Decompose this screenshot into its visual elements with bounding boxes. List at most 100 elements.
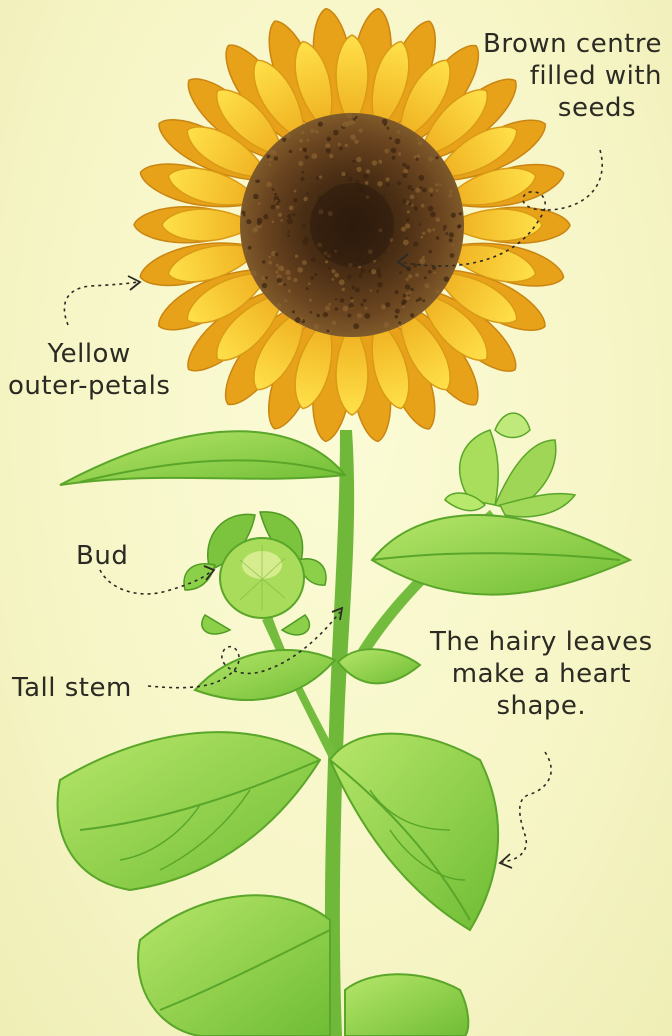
seed-dot	[300, 177, 304, 181]
seed-dot	[357, 167, 362, 172]
seed-dot	[449, 232, 454, 237]
seed-dot	[395, 309, 400, 314]
seed-dot	[305, 155, 309, 159]
seed-dot	[292, 213, 296, 217]
seed-dot	[319, 175, 322, 178]
label-brown-centre-line-3: seeds	[483, 92, 636, 124]
label-yellow-petals-line-2: outer-petals	[8, 370, 170, 402]
seed-dot	[365, 181, 369, 185]
label-hairy-leaves-line-2: make a heart	[430, 658, 653, 690]
label-brown-centre-line-2: filled with	[483, 60, 662, 92]
seed-dot	[355, 288, 360, 293]
seed-dot	[275, 270, 278, 273]
leaf-upper-left	[60, 431, 345, 485]
seed-dot	[443, 225, 447, 229]
seed-dot	[391, 148, 396, 153]
seed-dot	[427, 228, 431, 232]
label-tall-stem-text: Tall stem	[12, 672, 132, 704]
pointer-yellow-petals	[64, 282, 138, 325]
seed-dot	[311, 257, 316, 262]
seed-dot	[287, 214, 291, 218]
seed-dot	[372, 160, 377, 165]
seed-dot	[436, 156, 439, 159]
seed-dot	[378, 160, 382, 164]
seed-dot	[422, 299, 425, 302]
seed-dot	[257, 180, 260, 183]
seed-dot	[349, 303, 354, 308]
seed-dot	[301, 131, 305, 135]
label-bud-text: Bud	[76, 540, 128, 572]
seed-dot	[359, 128, 363, 132]
seed-dot	[274, 156, 278, 160]
seed-dot	[269, 163, 272, 166]
seed-dot	[341, 172, 346, 177]
seed-dot	[332, 269, 336, 273]
seed-dot	[315, 130, 318, 133]
seed-dot	[275, 200, 277, 202]
seed-dot	[353, 118, 356, 121]
seed-dot	[428, 156, 433, 161]
seed-dot	[411, 188, 414, 191]
seed-dot	[428, 270, 432, 274]
seed-dot	[304, 236, 309, 241]
seed-dot	[289, 150, 292, 153]
label-hairy-leaves: The hairy leaves make a heart shape.	[430, 626, 653, 722]
seed-dot	[310, 311, 313, 314]
seed-dot	[389, 137, 392, 140]
seed-dot	[407, 185, 412, 190]
seed-dot	[269, 158, 272, 161]
seed-dot	[416, 158, 419, 161]
seed-dot	[252, 227, 258, 233]
seed-dot	[310, 276, 314, 280]
seed-dot	[360, 272, 363, 275]
seed-dot	[371, 269, 376, 274]
seed-dot	[424, 277, 427, 280]
seed-dot	[282, 138, 286, 142]
seed-dot	[295, 317, 301, 323]
seed-dot	[325, 143, 330, 148]
seed-dot	[303, 197, 307, 201]
seed-dot	[350, 297, 353, 300]
leaf-bottom-left	[138, 895, 330, 1036]
seed-dot	[432, 228, 435, 231]
seed-dot	[424, 283, 429, 288]
seed-dot	[287, 231, 290, 234]
seed-dot	[417, 138, 419, 140]
seed-dot	[308, 282, 311, 285]
seed-dot	[370, 289, 372, 291]
seed-dot	[257, 221, 262, 226]
seed-dot	[451, 213, 456, 218]
label-yellow-petals: Yellow outer-petals	[8, 338, 170, 402]
seed-dot	[399, 271, 402, 274]
seed-dot	[434, 272, 437, 275]
seed-dot	[384, 322, 390, 328]
label-tall-stem: Tall stem	[12, 672, 132, 704]
seed-dot	[366, 169, 370, 173]
seed-dot	[284, 283, 287, 286]
seed-dot	[422, 232, 425, 235]
seed-dot	[449, 238, 453, 242]
seed-dot	[335, 298, 337, 300]
label-hairy-leaves-line-1: The hairy leaves	[430, 626, 653, 658]
seed-dot	[352, 160, 355, 163]
seed-dot	[347, 113, 353, 119]
seed-dot	[306, 192, 309, 195]
seed-dot	[334, 273, 339, 278]
seed-dot	[436, 189, 439, 192]
leaf-center	[195, 649, 420, 700]
seed-dot	[378, 258, 381, 261]
seed-dot	[421, 236, 424, 239]
seed-dot	[345, 144, 349, 148]
seed-dot	[377, 282, 382, 287]
seed-dot	[347, 314, 351, 318]
seed-dot	[302, 224, 306, 228]
seed-dot	[356, 157, 361, 162]
seed-dot	[422, 256, 425, 259]
seed-dot	[271, 205, 276, 210]
seed-dot	[325, 260, 328, 263]
seed-dot	[251, 271, 257, 277]
seed-dot	[287, 234, 290, 237]
leaf-lower-right	[330, 734, 498, 930]
seed-dot	[448, 194, 452, 198]
